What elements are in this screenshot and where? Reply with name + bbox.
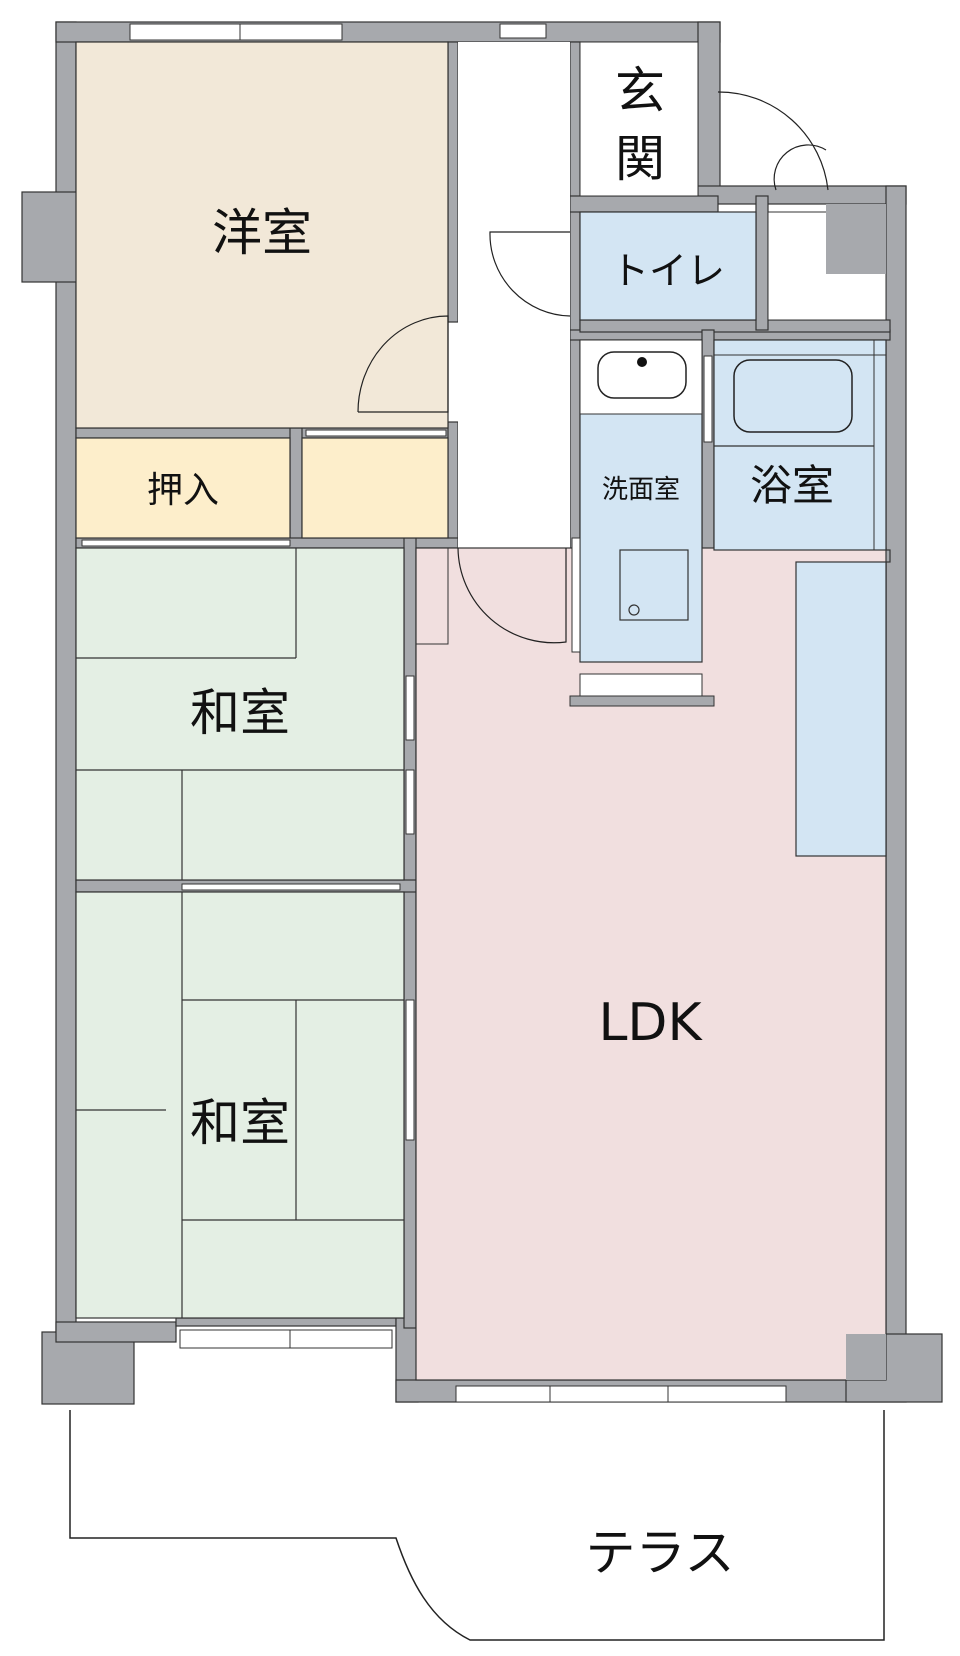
kitchen-counter xyxy=(795,561,887,857)
label-terrace: テラス xyxy=(586,1524,735,1582)
label-washroom: 洗面室 xyxy=(602,475,680,505)
room-entrance xyxy=(579,41,699,197)
room-closet xyxy=(75,437,291,539)
label-toilet: トイレ xyxy=(611,249,725,293)
room-western xyxy=(75,41,449,429)
door-swings xyxy=(357,91,829,644)
tatami-lines-1 xyxy=(76,548,404,880)
tatami-lines-2 xyxy=(76,892,404,1318)
sliding-doors xyxy=(81,355,713,1141)
wall-notch xyxy=(826,204,886,274)
label-closet: 押入 xyxy=(147,470,219,511)
label-japanese-1: 和室 xyxy=(190,684,290,742)
bathtub xyxy=(733,359,853,433)
faucet-icon xyxy=(637,357,647,367)
label-entrance-top: 玄 xyxy=(615,62,665,120)
windows xyxy=(129,23,787,1403)
room-closet-2 xyxy=(301,437,449,539)
drain-icon xyxy=(628,604,640,616)
terrace-outline xyxy=(69,1410,885,1641)
corridor xyxy=(458,42,570,548)
room-japanese-2 xyxy=(75,891,405,1319)
sink-basin xyxy=(597,351,687,399)
wash-shelf xyxy=(579,673,703,697)
room-toilet xyxy=(579,211,757,321)
label-western: 洋室 xyxy=(212,204,312,262)
label-japanese-2: 和室 xyxy=(190,1094,290,1152)
room-japanese-1 xyxy=(75,547,405,881)
label-ldk: LDK xyxy=(598,993,703,1053)
washer-pan xyxy=(619,549,689,621)
ldk-corner-fill xyxy=(846,1334,886,1380)
label-bathroom: 浴室 xyxy=(750,461,834,510)
wash-bottom-wall xyxy=(569,695,715,707)
ldk-post xyxy=(415,547,449,645)
label-entrance-bottom: 関 xyxy=(615,130,665,188)
